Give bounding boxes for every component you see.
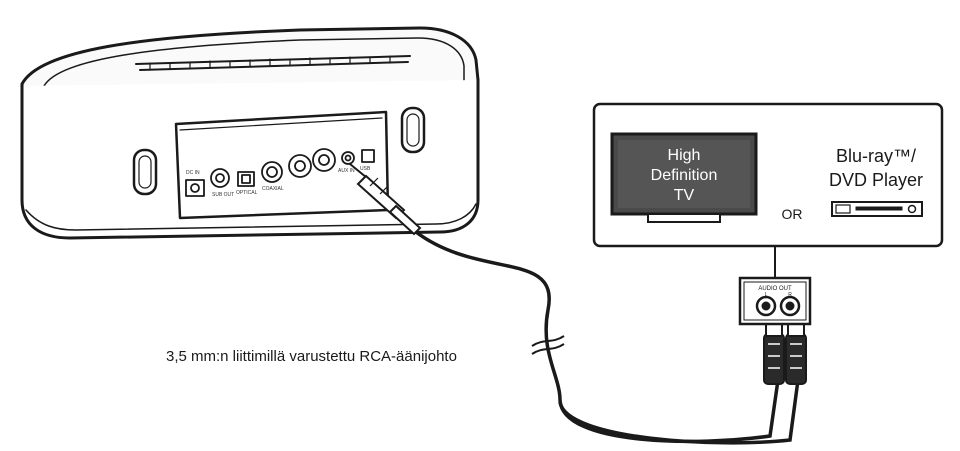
- audio-out-l-label: L: [765, 292, 768, 298]
- rca-cable-wire-second: [558, 379, 800, 445]
- optical-port: [237, 171, 255, 187]
- aux-plug: [349, 163, 422, 236]
- speaker-left-bass-port: [132, 148, 158, 196]
- dc-in-port: [185, 179, 205, 197]
- speaker-top-slot: [135, 55, 411, 71]
- tv-label-line2: Definition: [651, 167, 718, 184]
- rca-plugs: [763, 321, 807, 385]
- rca-plug-left: [763, 321, 785, 385]
- usb-port: [361, 149, 375, 163]
- port-label-dc-in: DC IN: [186, 170, 200, 176]
- dvd-player-device: [831, 201, 923, 217]
- audio-out-jack-panel: [738, 276, 812, 326]
- speaker-top-slot-ticks: [149, 55, 391, 71]
- speaker-bottom-rim: [25, 203, 477, 231]
- audio-out-label: AUDIO OUT: [758, 286, 792, 292]
- player-label-line2: DVD Player: [829, 170, 923, 190]
- port-label-aux-in: AUX IN: [338, 168, 355, 174]
- aux-in-port: [341, 151, 355, 165]
- cable-break-mark: [531, 335, 565, 355]
- speaker-right-bass-port: [400, 106, 426, 154]
- rca-plug-right: [785, 321, 807, 385]
- audio-out-r-label: R: [788, 292, 792, 298]
- player-label-line1: Blu-ray™/: [836, 146, 916, 166]
- rca-port-r: [312, 148, 336, 172]
- sub-out-port: [210, 168, 230, 188]
- soundbar-speaker: [20, 26, 480, 240]
- cable-caption: 3,5 mm:n liittimillä varustettu RCA-ääni…: [166, 348, 457, 365]
- coaxial-port: [261, 161, 283, 183]
- tv-stand: [647, 213, 721, 223]
- port-label-coaxial: COAXIAL: [262, 186, 284, 192]
- speaker-connectors: [185, 148, 375, 197]
- hd-tv: [610, 132, 758, 223]
- tv-label-line1: High: [668, 147, 701, 164]
- port-label-sub-out: SUB OUT: [212, 192, 234, 198]
- rca-cable-wire: [414, 230, 780, 444]
- tv-label-line3: TV: [674, 187, 695, 204]
- or-label: OR: [782, 206, 803, 222]
- port-label-optical: OPTICAL: [236, 190, 258, 196]
- rca-port-l: [288, 154, 312, 178]
- port-label-usb: USB: [360, 166, 371, 172]
- speaker-port-labels: DC IN SUB OUT OPTICAL COAXIAL AUX IN USB: [186, 166, 371, 198]
